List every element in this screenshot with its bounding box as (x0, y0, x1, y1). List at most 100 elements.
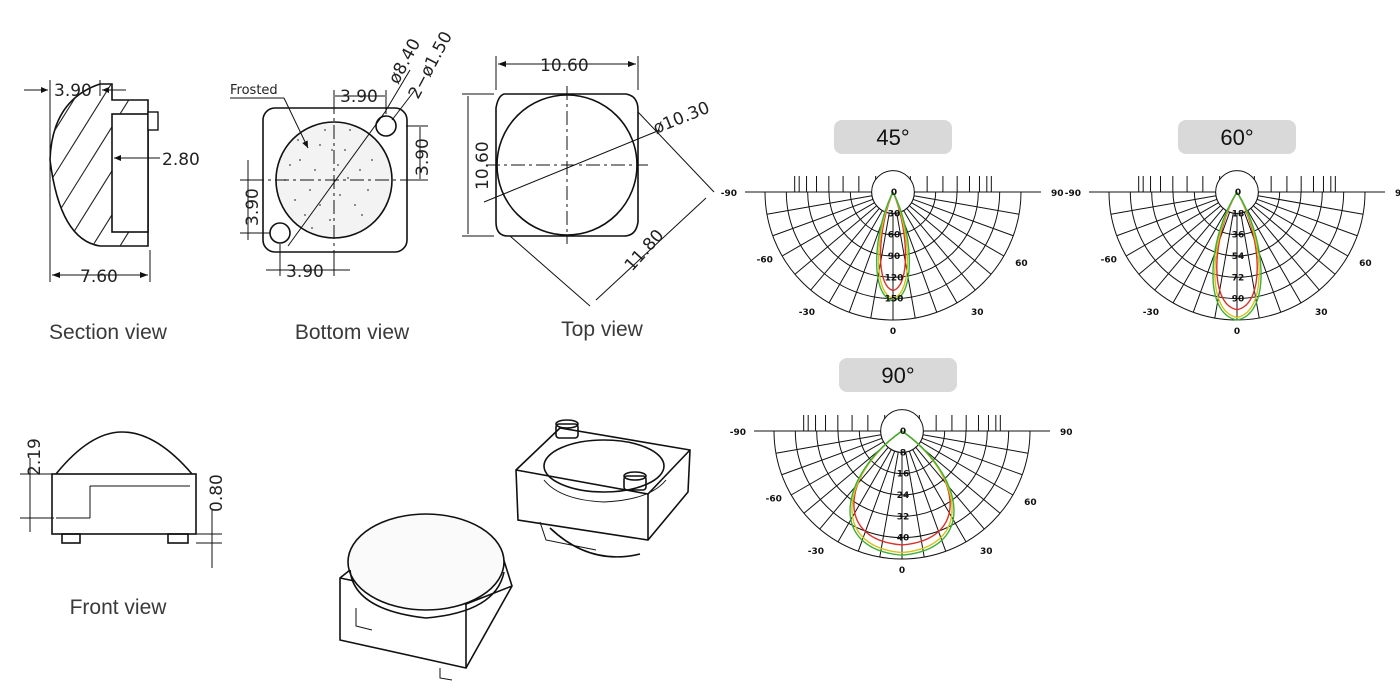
isometric-lens-top (339, 513, 513, 681)
beam-angle-title: 90° (881, 363, 914, 388)
intensity-curve (1212, 191, 1262, 321)
polar-angle-label: -30 (1143, 308, 1159, 318)
polar-grid-spoke (1138, 205, 1221, 275)
polar-angle-label: -60 (1101, 255, 1117, 265)
bottom-dim-top: 3.90 (340, 87, 378, 107)
polar-grid-spoke (1243, 211, 1282, 313)
polar-grid-spoke (790, 441, 884, 496)
polar-radial-label: 0 (900, 427, 906, 437)
polar-angle-label: 0 (899, 566, 905, 576)
section-view-label: Section view (49, 321, 168, 344)
intensity-curve (877, 191, 909, 299)
polar-grid-spoke (912, 449, 967, 543)
polar-angle-label: -60 (766, 494, 782, 504)
beam-angle-title: 60° (1220, 125, 1253, 150)
polar-grid-spoke (1240, 212, 1260, 319)
polar-angle-label: 0 (1234, 327, 1240, 337)
polar-grid-spoke (810, 208, 880, 291)
polar-grid-spoke (899, 211, 938, 313)
front-dim-right: 0.80 (207, 474, 227, 512)
polar-angle-label: -90 (721, 189, 737, 199)
polar-grid-spoke (828, 210, 883, 304)
polar-grid-spoke (803, 444, 886, 514)
section-dim-right: 2.80 (162, 150, 200, 170)
polar-grid-spoke (1253, 205, 1336, 275)
polar-grid-spoke (1250, 208, 1320, 291)
polar-grid-spoke (848, 211, 887, 313)
polar-grid-spoke (1125, 202, 1219, 257)
polar-radial-label: 32 (897, 512, 910, 522)
intensity-curve (851, 430, 953, 554)
polar-grid-spoke (1256, 198, 1358, 237)
polar-angle-label: 90 (1060, 428, 1073, 438)
polar-radial-label: 72 (1232, 273, 1245, 283)
beam-angle-badge (839, 358, 957, 392)
front-view-label: Front view (70, 596, 168, 619)
polar-grid-spoke (772, 198, 874, 237)
beam-angle-badge (1178, 120, 1296, 154)
bottom-frosted-label: Frosted (230, 83, 278, 98)
polar-radial-label: 0 (891, 188, 897, 198)
polar-radial-label: 0 (1235, 188, 1241, 198)
polar-radial-label: 16 (897, 470, 910, 480)
polar-radial-label: 24 (897, 491, 910, 501)
polar-grid-spoke (1214, 212, 1234, 319)
polar-radial-label: 150 (885, 295, 904, 305)
bottom-view-label: Bottom view (295, 321, 410, 344)
polar-angle-label: -90 (730, 428, 746, 438)
polar-grid-spoke (909, 205, 992, 275)
polar-grid-spoke (905, 451, 925, 558)
polar-grid-spoke (837, 449, 892, 543)
top-dim-diag: 11.80 (621, 226, 668, 276)
polar-grid-spoke (913, 195, 1020, 215)
polar-grid-spoke (918, 444, 1001, 514)
polar-angle-label: 0 (890, 327, 896, 337)
bottom-dim-right: 3.90 (413, 138, 433, 176)
polar-radial-label: 60 (888, 231, 901, 241)
polar-grid-spoke (781, 202, 875, 257)
polar-angle-label: 30 (971, 308, 984, 318)
polar-grid-spoke (922, 434, 1029, 454)
polar-grid-spoke (903, 210, 958, 304)
polar-angle-label: 60 (1024, 498, 1037, 508)
bottom-dim-bottom: 3.90 (286, 262, 324, 282)
polar-angle-label: 60 (1359, 259, 1372, 269)
polar-angle-label: 30 (1315, 308, 1328, 318)
polar-grid-spoke (1116, 198, 1218, 237)
polar-grid-spoke (870, 212, 890, 319)
polar-grid-spoke (906, 208, 976, 291)
section-view: 3.90 2.80 7.60 Section view (24, 80, 200, 344)
polar-angle-label: -90 (1065, 189, 1081, 199)
polar-radial-label: 120 (885, 273, 904, 283)
top-view: 10.60 10.60 ø10.30 11.80 Top view (462, 56, 715, 341)
isometric-base-top (515, 419, 691, 558)
polar-grid-spoke (912, 198, 1014, 237)
polar-grid-spoke (1255, 202, 1349, 257)
front-view: 2.19 0.80 Front view (20, 431, 227, 619)
polar-radial-label: 18 (1232, 209, 1245, 219)
polar-angle-label: 60 (1015, 259, 1028, 269)
intensity-curve (1214, 191, 1260, 319)
polar-grid-spoke (879, 451, 899, 558)
polar-angle-label: 30 (980, 547, 993, 557)
polar-grid-spoke (1192, 211, 1231, 313)
polar-grid-spoke (1172, 210, 1227, 304)
section-dim-top: 3.90 (54, 81, 92, 101)
polar-radial-label: 90 (888, 252, 901, 262)
dome-lens-ellipse (347, 513, 505, 611)
polar-grid-spoke (1110, 195, 1217, 215)
bottom-view: Frosted 3.90 ø8.40 2−ø1.50 3.90 3.90 3.9… (230, 28, 457, 344)
polar-radial-label: 90 (1232, 295, 1245, 305)
polar-grid-spoke (896, 212, 916, 319)
polar-angle-label: 90 (1395, 189, 1400, 199)
polar-grid-spoke (920, 441, 1014, 496)
top-view-label: Top view (561, 318, 644, 341)
intensity-curve (879, 191, 907, 292)
polar-angle-label: 90 (1051, 189, 1064, 199)
beam-angle-badge (834, 120, 952, 154)
polar-radial-label: 8 (900, 448, 906, 458)
